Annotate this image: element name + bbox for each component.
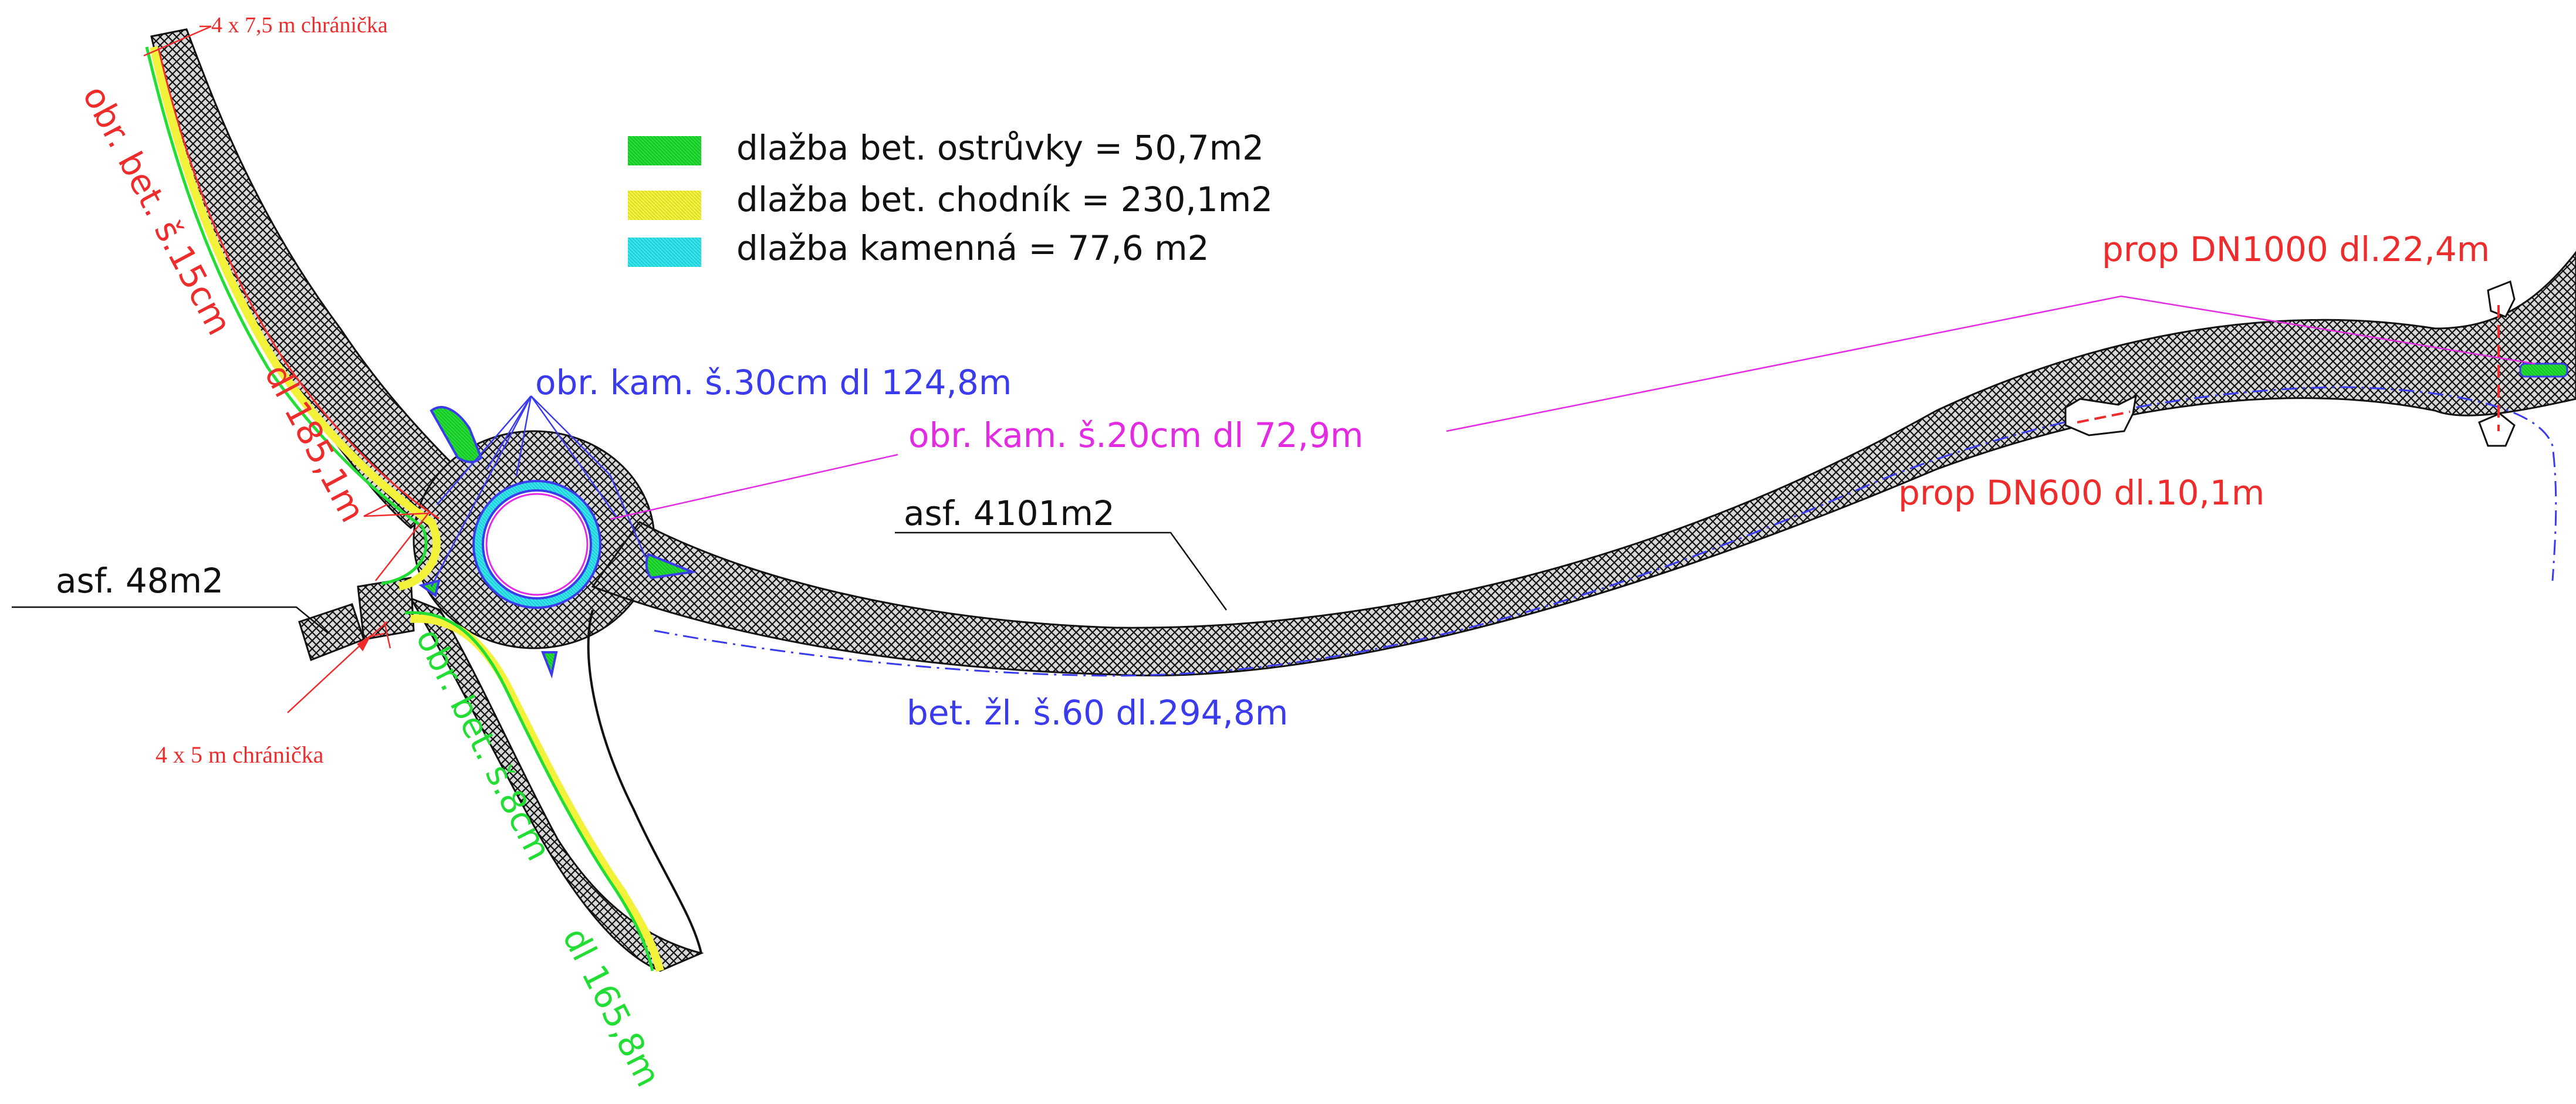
sidewalk-curbs bbox=[145, 46, 664, 972]
leader-asphalt-small bbox=[12, 606, 329, 634]
culvert-dn1000-head-bottom bbox=[2478, 412, 2516, 447]
culverts bbox=[2064, 280, 2516, 447]
label-sleeve-bottom: 4 x 5 m chránička bbox=[155, 741, 324, 768]
road-east bbox=[591, 250, 2576, 677]
island-west bbox=[418, 579, 441, 598]
island-north bbox=[430, 406, 483, 463]
leader-sleeve-bottom bbox=[287, 636, 370, 713]
curb-concrete-15 bbox=[145, 46, 428, 585]
concrete-gutter-line bbox=[654, 386, 2557, 677]
label-culvert-dn1000: prop DN1000 dl.22,4m bbox=[2102, 229, 2490, 269]
culvert-dn600-pipe bbox=[2077, 411, 2131, 424]
leader-curb-concrete-15 bbox=[363, 512, 430, 581]
legend-swatch-sidewalk bbox=[628, 191, 701, 220]
culvert-dn1000-head-top bbox=[2487, 280, 2516, 318]
island-south bbox=[541, 651, 558, 679]
leader-lines bbox=[12, 25, 2536, 713]
curb-red-edge bbox=[157, 48, 440, 520]
leader-asphalt-main bbox=[895, 531, 1228, 611]
legend-swatch-stone bbox=[628, 238, 701, 267]
sidewalk-northwest bbox=[150, 46, 441, 591]
central-island bbox=[472, 480, 601, 609]
curb-concrete-8 bbox=[404, 611, 654, 971]
label-culvert-dn600: prop DN600 dl.10,1m bbox=[1898, 473, 2264, 513]
leader-culvert-dn1000 bbox=[1446, 295, 2536, 432]
legend-label-islands: dlažba bet. ostrůvky = 50,7m2 bbox=[736, 128, 1264, 168]
label-sleeve-top: 4 x 7,5 m chránička bbox=[211, 13, 388, 38]
label-asphalt-main: asf. 4101m2 bbox=[904, 493, 1115, 533]
island-east bbox=[645, 553, 697, 580]
leader-sleeve-top bbox=[143, 25, 212, 57]
road-edge-curve bbox=[587, 609, 702, 954]
asphalt-small-area bbox=[298, 603, 365, 661]
legend-label-stone: dlažba kamenná = 77,6 m2 bbox=[736, 228, 1209, 268]
label-asphalt-small: asf. 48m2 bbox=[56, 561, 224, 601]
label-gutter: bet. žl. š.60 dl.294,8m bbox=[907, 693, 1288, 733]
splitter-islands bbox=[418, 363, 2568, 679]
label-curb-stone-30: obr. kam. š.30cm dl 124,8m bbox=[535, 363, 1012, 402]
legend-label-sidewalk: dlažba bet. chodník = 230,1m2 bbox=[736, 180, 1273, 219]
culvert-dn600-outline bbox=[2064, 394, 2137, 436]
legend: dlažba bet. ostrůvky = 50,7m2 dlažba bet… bbox=[628, 128, 1273, 268]
label-curb-stone-20: obr. kam. š.20cm dl 72,9m bbox=[908, 415, 1363, 455]
island-far-east bbox=[2519, 363, 2568, 378]
legend-swatch-islands bbox=[628, 136, 701, 165]
leader-curb-stone-20 bbox=[610, 453, 898, 520]
